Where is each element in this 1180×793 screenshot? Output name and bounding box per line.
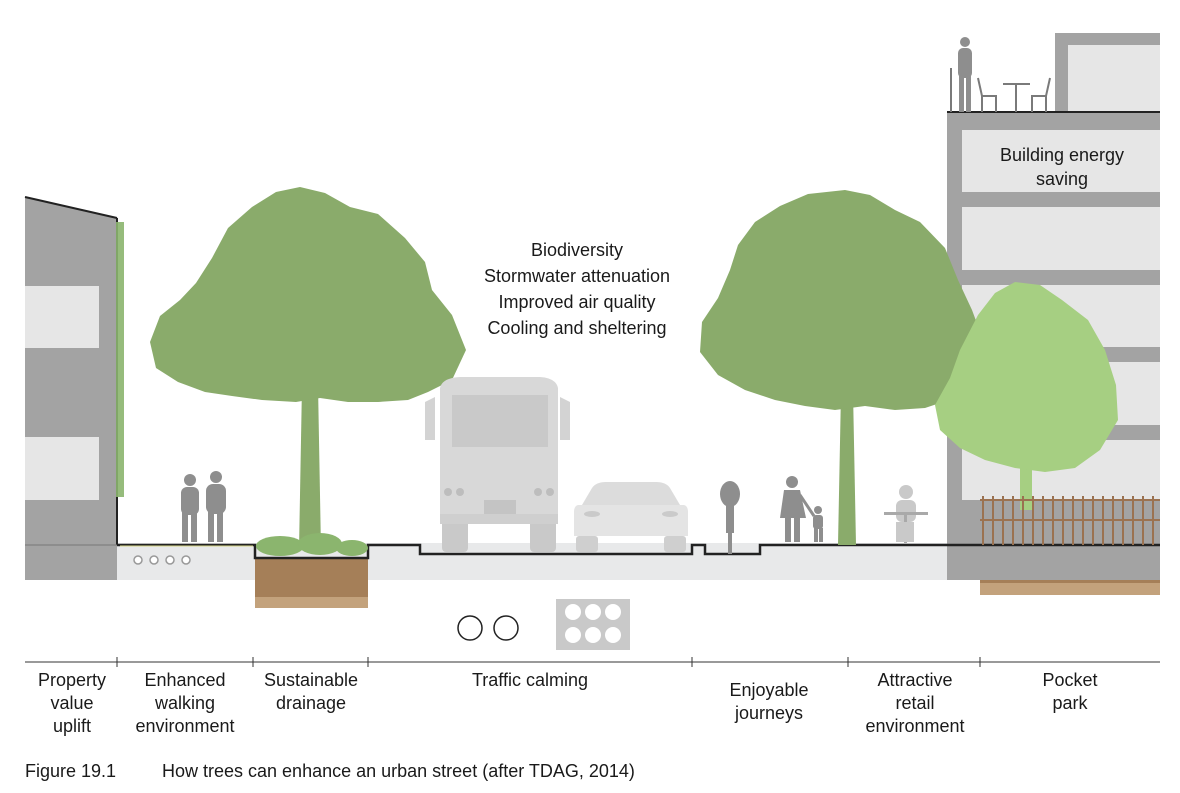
left-building xyxy=(24,196,124,580)
zone-label-line: value xyxy=(50,693,93,713)
right-building-window xyxy=(962,207,1160,270)
cafe-seated-person xyxy=(884,485,928,543)
zone-property: Property value uplift xyxy=(38,670,106,736)
zone-label-line: Attractive xyxy=(877,670,952,690)
benefit-stormwater: Stormwater attenuation xyxy=(484,266,670,286)
benefits-list: Biodiversity Stormwater attenuation Impr… xyxy=(484,240,670,338)
building-benefit-line: Building energy xyxy=(1000,145,1124,165)
rain-garden-plants xyxy=(256,533,368,556)
car xyxy=(574,482,688,552)
zone-label-line: Enjoyable xyxy=(729,680,808,700)
left-building-window xyxy=(25,437,99,500)
green-wall xyxy=(116,222,124,497)
zone-axis xyxy=(25,657,1160,667)
pocket-park-soil-base xyxy=(980,583,1160,595)
benefit-cooling: Cooling and sheltering xyxy=(487,318,666,338)
benefit-air-quality: Improved air quality xyxy=(498,292,655,312)
zone-journeys: Enjoyable journeys xyxy=(729,680,808,723)
benefit-biodiversity: Biodiversity xyxy=(531,240,623,260)
pocket-park-tree xyxy=(935,282,1118,510)
rooftop-window xyxy=(1068,45,1160,111)
building-benefit-label: Building energy saving xyxy=(1000,145,1124,189)
zone-label-line: environment xyxy=(865,716,964,736)
zone-label-line: walking xyxy=(154,693,215,713)
roof-terrace xyxy=(950,37,1051,112)
figure-caption: How trees can enhance an urban street (a… xyxy=(162,761,635,781)
rooftop-person xyxy=(958,37,972,112)
zone-label-line: drainage xyxy=(276,693,346,713)
zone-drainage: Sustainable drainage xyxy=(264,670,358,713)
figure-number: Figure 19.1 xyxy=(25,761,116,781)
zone-label-line: Pocket xyxy=(1042,670,1097,690)
zone-retail: Attractive retail environment xyxy=(865,670,964,736)
zone-label-line: environment xyxy=(135,716,234,736)
parent-with-child xyxy=(780,476,823,542)
right-building-window xyxy=(962,130,1160,192)
pedestrians-couple xyxy=(181,471,226,542)
zone-walking: Enhanced walking environment xyxy=(135,670,234,736)
pocket-park-fence xyxy=(980,496,1160,545)
zone-label-line: park xyxy=(1052,693,1088,713)
tree-pit-soil-base xyxy=(255,597,368,608)
zone-label-line: retail xyxy=(895,693,934,713)
zone-pocket-park: Pocket park xyxy=(1042,670,1097,713)
tree-pit-soil xyxy=(255,558,368,598)
pavement-pipes xyxy=(133,555,191,565)
drainage-pipes xyxy=(457,615,519,641)
zone-label-line: Traffic calming xyxy=(472,670,588,690)
street-tree-left xyxy=(150,187,466,550)
cyclist xyxy=(720,481,740,554)
zone-label-line: journeys xyxy=(734,703,803,723)
street-surface xyxy=(117,543,1160,560)
zone-label-line: Property xyxy=(38,670,106,690)
left-building-window xyxy=(25,286,99,348)
utility-duct-block xyxy=(556,599,630,650)
zone-label-line: Enhanced xyxy=(144,670,225,690)
street-tree-right xyxy=(700,190,985,545)
zone-label-line: uplift xyxy=(53,716,91,736)
zone-label-line: Sustainable xyxy=(264,670,358,690)
bus xyxy=(425,377,570,552)
building-benefit-line: saving xyxy=(1036,169,1088,189)
zone-traffic: Traffic calming xyxy=(472,670,588,690)
